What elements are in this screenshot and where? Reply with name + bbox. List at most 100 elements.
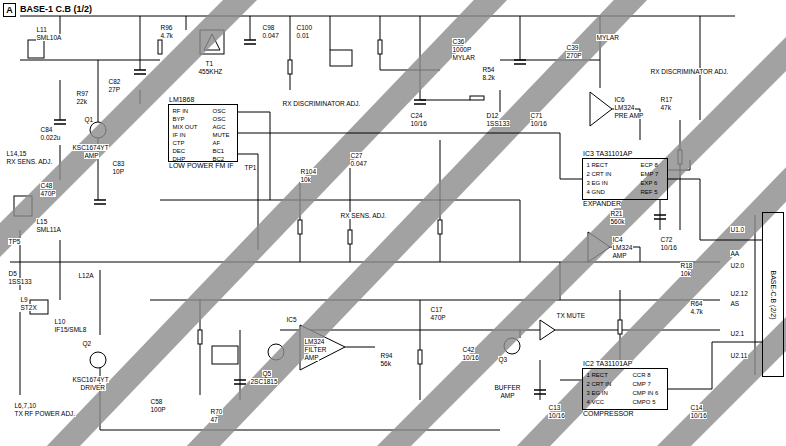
part-label: 560k [610,218,625,225]
part-label: C17 [430,306,443,313]
part-label: 8.2k [482,74,495,81]
part-label: FILTER [304,346,327,353]
part-label: RX DISCRIMINATOR ADJ. [650,68,729,75]
part-label: 0.047 [262,32,279,39]
part-label: LM324 [614,104,635,111]
part-label: R54 [482,66,495,73]
part-label: 56k [380,360,391,367]
wire [20,60,160,200]
part-label: 470P [40,190,56,197]
part-label: C58 [150,398,163,405]
part-label: 2SC1815 [250,378,278,385]
part-label: TP5 [8,238,21,245]
wire-connector [668,179,762,240]
part-label: U2.11 [730,352,748,359]
part-label: L9 [20,296,28,303]
part-label: C98 [262,24,275,31]
part-label: AS [730,300,740,307]
crystal-filter-symbol [330,50,352,66]
pin-name: BC2 [212,156,225,163]
part-label: 470P [430,314,446,321]
node-heading: LM1868 [169,96,194,104]
part-label: MYLAR [452,54,475,61]
node-heading: A [6,5,13,15]
pin-name: BYP [172,116,185,123]
resistor-symbol [418,350,422,364]
part-label: 47 [210,416,218,423]
part-label: U2.12 [730,290,748,297]
pin-name: AGC [212,124,226,131]
part-label: R94 [380,352,393,359]
part-label: AMP [304,354,319,361]
resistor-symbol [158,40,162,54]
pin-name: 4 VCC [586,399,605,406]
pin-name: 1 RECT [586,372,608,379]
part-label: Q2 [82,340,92,347]
part-label: D5 [8,270,17,277]
part-label: SML11A [36,226,61,233]
watermark-band [190,0,640,446]
part-label: C48 [40,182,53,189]
wire [140,90,270,250]
resistor-symbol [378,40,382,54]
part-label: RX SENS. ADJ. [6,158,53,165]
part-label: Q3 [498,356,508,363]
part-label: LM324 [304,338,325,345]
part-label: KSC1674YT [72,376,109,383]
pin-name: RF IN [172,108,189,115]
capacitor-symbol [234,380,246,384]
pin-name: 2 CRT IN [586,381,612,388]
part-label: IC5 [286,316,297,323]
part-label: R104 [300,168,317,175]
part-label: 100P [150,406,166,413]
part-label: L12A [78,272,94,279]
part-label: 10/16 [660,244,677,251]
resistor-symbol [618,320,622,334]
connector-group [238,133,762,389]
node-heading: IC2 TA31101AP [583,360,632,368]
part-label: AMP [612,252,627,259]
part-label: 455KHZ [198,68,223,75]
part-label: L14,15 [6,150,27,157]
part-label: 10/16 [410,120,427,127]
part-label: U2.1 [730,330,745,337]
part-label: 10k [680,270,691,277]
part-label: C71 [530,112,543,119]
part-label: U2.0 [730,262,745,269]
part-label: Q1 [84,116,94,123]
pin-name: BC1 [212,148,225,155]
part-label: C42 [462,346,475,353]
capacitor-symbol [54,120,66,124]
pin-name: REF 5 [640,189,658,196]
part-label: 0.047 [350,160,367,167]
part-label: L11 [36,26,47,33]
pin-name: OSC [212,116,226,123]
resistor-symbol [470,96,484,100]
part-label: 4.7k [690,308,703,315]
section-tag: A [3,3,16,17]
pin-name: DEC [172,148,186,155]
part-label: 22k [76,98,87,105]
part-label: TP1 [244,164,257,171]
resistor-symbol [198,330,202,344]
watermark-band [660,320,786,446]
part-label: 1000P [452,46,472,53]
pin-name: 2 CRT IN [586,171,612,178]
resistor-symbol [438,220,442,234]
part-label: 270P [566,52,582,59]
part-label: C72 [660,236,673,243]
pin-name: CMPO 5 [632,399,656,406]
part-label: R97 [76,90,89,97]
pin-name: MIX OUT [172,124,198,131]
part-label: KSC1674YT [72,144,109,151]
part-label: C36 [452,38,465,45]
part-label: C100 [296,24,313,31]
ic-symbol [212,346,238,364]
part-label: D12 [486,112,499,119]
capacitor-symbol [244,40,256,44]
opamp-symbol [540,320,555,340]
part-label: SML10A [36,34,62,41]
resistor-symbol [348,230,352,244]
part-label: C24 [410,112,423,119]
